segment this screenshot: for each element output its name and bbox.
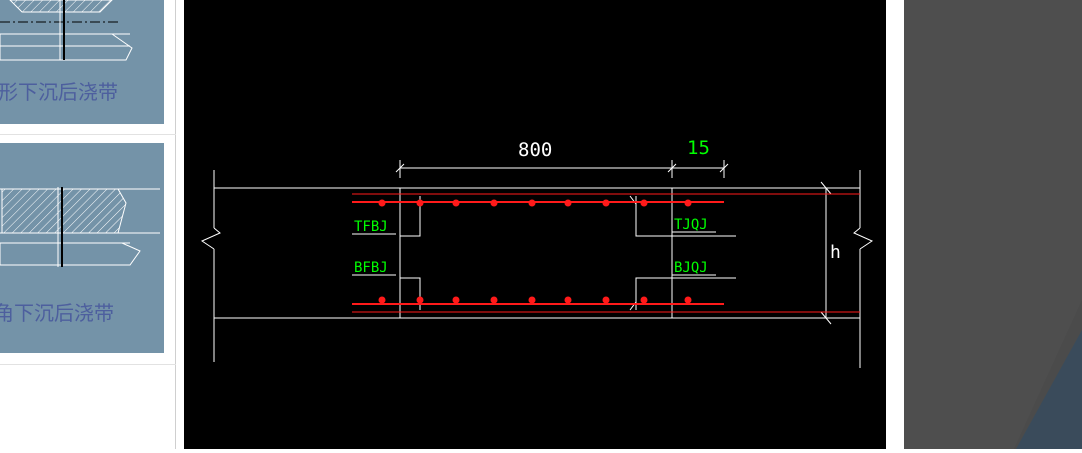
thumbnail-trapezoid-drop-post-pour-strip[interactable]: 形下沉后浇带	[0, 0, 164, 124]
rebar-dots-top	[378, 199, 692, 207]
dimension-15-label: 15	[687, 137, 710, 159]
preview-list: 形下沉后浇带 角下沉后浇带	[0, 0, 176, 449]
trapezoid-section-icon	[0, 0, 133, 61]
thumbnail-label: 形下沉后浇带	[0, 80, 118, 104]
label-bjqj: BJQJ	[674, 260, 708, 276]
dimension-800-label: 800	[518, 139, 552, 161]
panel-gap	[886, 0, 904, 449]
background-decoration	[904, 0, 1082, 449]
rebar-dots-bottom	[378, 296, 692, 304]
label-tfbj: TFBJ	[354, 219, 388, 235]
post-pour-strip-section-drawing: 800 15 TFBJ BFBJ TJQJ BJQJ h	[200, 137, 874, 368]
cad-preview-canvas[interactable]: 800 15 TFBJ BFBJ TJQJ BJQJ h	[184, 0, 886, 449]
chamfer-section-icon	[0, 187, 160, 267]
thumbnail-chamfer-drop-post-pour-strip[interactable]: 角下沉后浇带	[0, 143, 164, 353]
thumbnail-label: 角下沉后浇带	[0, 301, 114, 325]
dimension-h-label: h	[830, 242, 841, 263]
divider	[0, 134, 176, 135]
divider	[0, 364, 176, 365]
label-tjqj: TJQJ	[674, 217, 708, 233]
label-bfbj: BFBJ	[354, 260, 388, 276]
background-panel	[904, 0, 1082, 449]
